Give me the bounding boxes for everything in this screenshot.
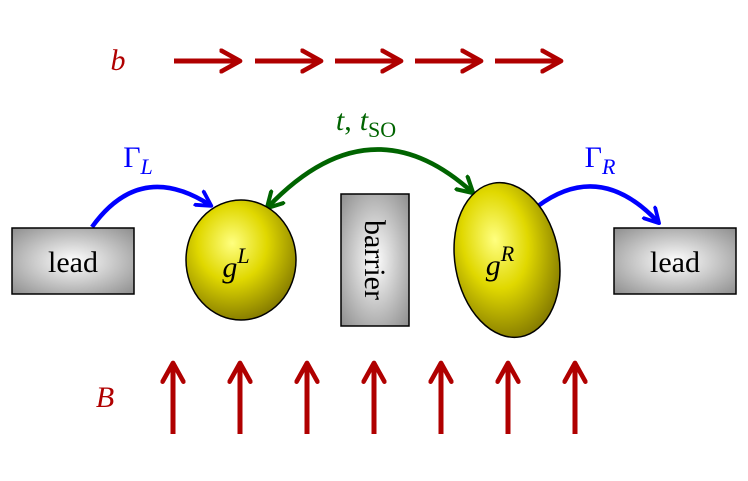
hopping-label: t,tSO bbox=[336, 104, 396, 142]
gamma-right-subscript: R bbox=[601, 154, 616, 179]
hopping-tso: t bbox=[360, 104, 369, 137]
gamma-left-label: ΓL bbox=[123, 141, 153, 179]
b-field-label: b bbox=[111, 44, 126, 77]
dot-left-g: g bbox=[222, 251, 237, 284]
barrier: barrier bbox=[340, 193, 410, 327]
dot-left-superscript: L bbox=[236, 243, 249, 268]
hopping-separator: , bbox=[344, 104, 352, 137]
lead-left: lead bbox=[11, 227, 135, 295]
B-field-arrows bbox=[173, 365, 575, 434]
dot-right-label: gR bbox=[486, 241, 515, 282]
lead-left-label: lead bbox=[48, 246, 98, 279]
dot-left-label: gL bbox=[222, 243, 249, 284]
barrier-label: barrier bbox=[358, 220, 391, 300]
hopping-t: t bbox=[336, 104, 345, 137]
gamma-right-label: ΓR bbox=[585, 141, 616, 179]
dot-left: gL bbox=[185, 199, 297, 321]
B-field-label: B bbox=[96, 381, 114, 414]
lead-right: lead bbox=[613, 227, 737, 295]
coupling-arrow-right bbox=[536, 184, 658, 222]
coupling-arrow-left bbox=[90, 184, 210, 229]
dot-right-superscript: R bbox=[500, 241, 515, 266]
lead-right-label: lead bbox=[650, 246, 700, 279]
dot-right-g: g bbox=[486, 249, 501, 282]
gamma-left-subscript: L bbox=[140, 154, 153, 179]
hopping-tso-subscript: SO bbox=[368, 117, 396, 142]
gamma-right-symbol: Γ bbox=[585, 141, 602, 174]
dot-right: gR bbox=[453, 181, 561, 339]
gamma-left-symbol: Γ bbox=[123, 141, 140, 174]
hopping-arrow bbox=[268, 147, 472, 207]
